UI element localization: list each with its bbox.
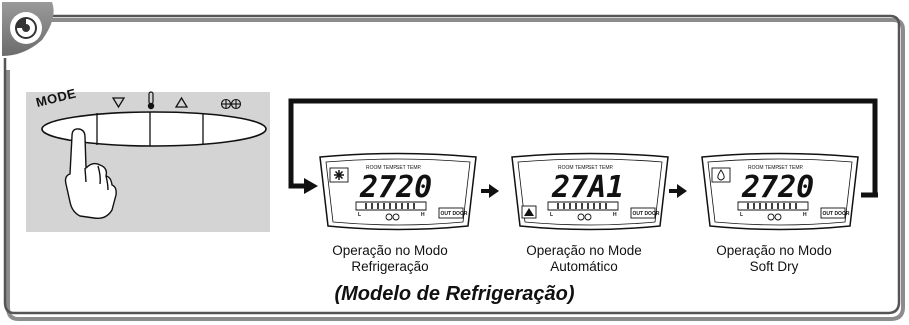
cycle-loop-arrowhead: [304, 178, 318, 194]
fan-icon: [767, 213, 782, 221]
fan-bar: [737, 201, 809, 211]
diagram-title: (Modelo de Refrigeração): [334, 283, 575, 305]
caption-cooling: Operação no Modo Refrigeração: [302, 243, 478, 275]
triangle-up-icon: [174, 96, 189, 108]
fan-high-label: H: [421, 212, 425, 218]
out-door-label: OUT DOOR: [633, 211, 660, 217]
thermometer-icon: [147, 91, 155, 110]
fan-low-label: L: [550, 212, 553, 218]
cycle-loop-line: [288, 98, 878, 195]
set-temp-label: SET TEMP.: [396, 165, 422, 171]
temperature-readout: 2720: [741, 170, 814, 205]
out-door-box: [438, 207, 464, 219]
snowflake-icon: [329, 167, 349, 183]
out-door-box: [820, 207, 846, 219]
caption-line: Refrigeração: [351, 259, 429, 274]
temperature-readout: 2720: [359, 170, 432, 205]
auto-mode-icon: [521, 205, 537, 219]
logo-badge: [2, 2, 54, 56]
out-door-label: OUT DOOR: [441, 211, 468, 217]
lcd-bezel: [701, 152, 859, 231]
pointing-hand-icon: [64, 128, 117, 220]
triangle-down-icon: [111, 97, 126, 109]
lcd-bezel: [319, 152, 477, 231]
room-temp-label: ROOM TEMP.: [748, 165, 780, 171]
fan-high-label: H: [803, 212, 807, 218]
button-bar: [41, 111, 267, 147]
fan-icon: [385, 213, 400, 221]
caption-line: Operação no Modo: [332, 243, 448, 258]
out-door-label: OUT DOOR: [823, 211, 850, 217]
fan-bar: [355, 201, 427, 211]
lcd-inner-border: [325, 158, 471, 226]
fan-low-label: L: [740, 212, 743, 218]
room-temp-label: ROOM TEMP.: [366, 165, 398, 171]
arrow-right-icon: [669, 184, 687, 198]
fan-high-label: H: [613, 212, 617, 218]
arrow-right-icon: [481, 184, 499, 198]
caption-soft-dry: Operação no Modo Soft Dry: [686, 243, 862, 275]
fan-low-label: L: [358, 212, 361, 218]
set-temp-label: SET TEMP.: [778, 165, 804, 171]
temperature-readout: 27A1: [551, 170, 624, 205]
fan-icon: [577, 213, 592, 221]
fan-bar: [547, 201, 619, 211]
caption-line: Automático: [550, 259, 618, 274]
water-drop-icon: [711, 167, 731, 183]
caption-auto: Operação no Mode Automático: [496, 243, 672, 275]
caption-line: Soft Dry: [749, 259, 799, 274]
out-door-box: [630, 207, 656, 219]
caption-line: Operação no Modo: [716, 243, 832, 258]
room-temp-label: ROOM TEMP.: [558, 165, 590, 171]
fan-speed-icon: [220, 98, 242, 110]
set-temp-label: SET TEMP.: [588, 165, 614, 171]
lcd-inner-border: [707, 158, 853, 226]
lcd-inner-border: [517, 158, 663, 226]
caption-line: Operação no Mode: [526, 243, 642, 258]
lcd-bezel: [511, 152, 669, 231]
